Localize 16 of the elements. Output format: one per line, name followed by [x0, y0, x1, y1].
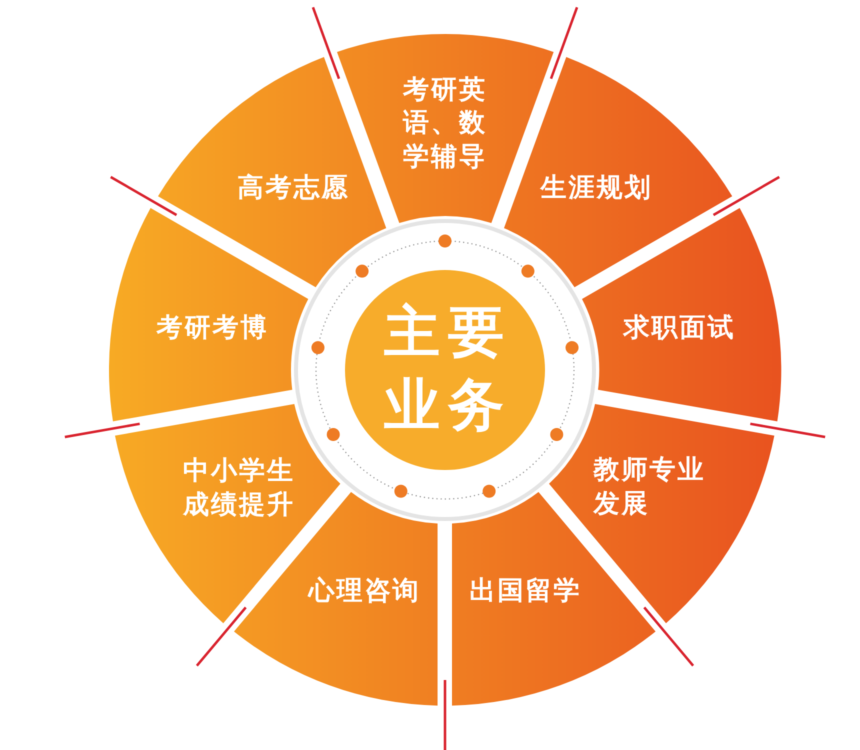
hub-label: 主要业务: [384, 299, 513, 440]
wheel-segment: [582, 208, 781, 422]
segment-label: 生涯规划: [540, 172, 654, 206]
segment-label: 中小学生成绩提升: [182, 454, 296, 522]
segment-label: 考研英语、数学辅导: [402, 74, 488, 174]
segment-label: 高考志愿: [237, 172, 350, 206]
wheel-segment: [549, 404, 775, 623]
segment-label: 求职面试: [623, 312, 736, 345]
segment-label: 考研考博: [156, 312, 270, 345]
segment-label: 教师专业发展: [593, 454, 706, 521]
wheel-segment: [452, 492, 656, 706]
segment-label: 出国留学: [470, 574, 583, 608]
wheel-segment: [504, 56, 732, 287]
segment-label: 心理咨询: [308, 574, 422, 608]
wheel-segment: [158, 56, 386, 287]
wheel-segment: [109, 208, 308, 422]
